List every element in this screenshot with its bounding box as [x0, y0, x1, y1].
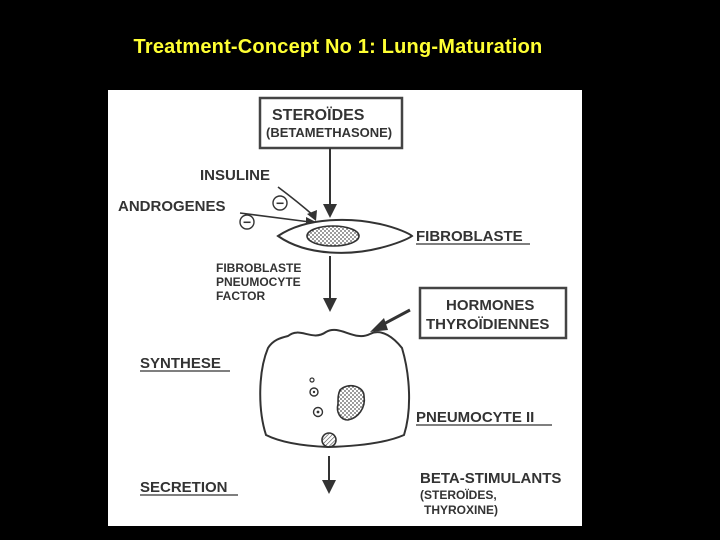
hormones-box: HORMONES THYROÏDIENNES	[418, 286, 568, 340]
arrow-fibroblaste-to-pneumocyte	[323, 256, 337, 312]
synthese-label: SYNTHESE	[140, 355, 221, 372]
arrow-secretion	[322, 456, 336, 494]
fibroblast-cell	[276, 218, 414, 254]
fpf-line3: FACTOR	[216, 289, 265, 303]
minus-circle-insuline	[272, 195, 288, 211]
lung-maturation-diagram: STEROÏDES (BETAMETHASONE) INSULINE − AND…	[108, 90, 582, 526]
minus-symbol-androgenes: −	[243, 214, 251, 230]
beta-steroides-label: (STEROÏDES,	[420, 487, 497, 502]
pneumocyte-label: PNEUMOCYTE II	[416, 409, 534, 426]
fibroblaste-label: FIBROBLASTE	[416, 228, 523, 245]
steroides-label: STEROÏDES	[272, 106, 365, 124]
betamethasone-label: (BETAMETHASONE)	[266, 125, 392, 140]
insuline-label: INSULINE	[200, 167, 270, 184]
fpf-line1: FIBROBLASTE	[216, 261, 301, 275]
androgenes-label: ANDROGENES	[118, 198, 226, 215]
fpf-line2: PNEUMOCYTE	[216, 275, 301, 289]
minus-symbol-insuline: −	[276, 195, 284, 211]
secretion-label: SECRETION	[140, 479, 228, 496]
arrow-steroides-to-fibroblaste	[323, 148, 337, 218]
arrow-insuline	[277, 186, 317, 221]
minus-circle-androgenes	[239, 214, 255, 230]
steroides-box: STEROÏDES (BETAMETHASONE)	[258, 96, 404, 150]
hormones-label: HORMONES	[446, 297, 534, 314]
arrow-hormones	[370, 308, 411, 332]
pneumocyte-cell	[259, 329, 411, 449]
beta-thyroxine-label: THYROXINE)	[424, 503, 498, 517]
thyroidiennes-label: THYROÏDIENNES	[426, 316, 549, 333]
slide-title: Treatment-Concept No 1: Lung-Maturation	[133, 36, 543, 58]
beta-stimulants-label: BETA-STIMULANTS	[420, 470, 561, 487]
